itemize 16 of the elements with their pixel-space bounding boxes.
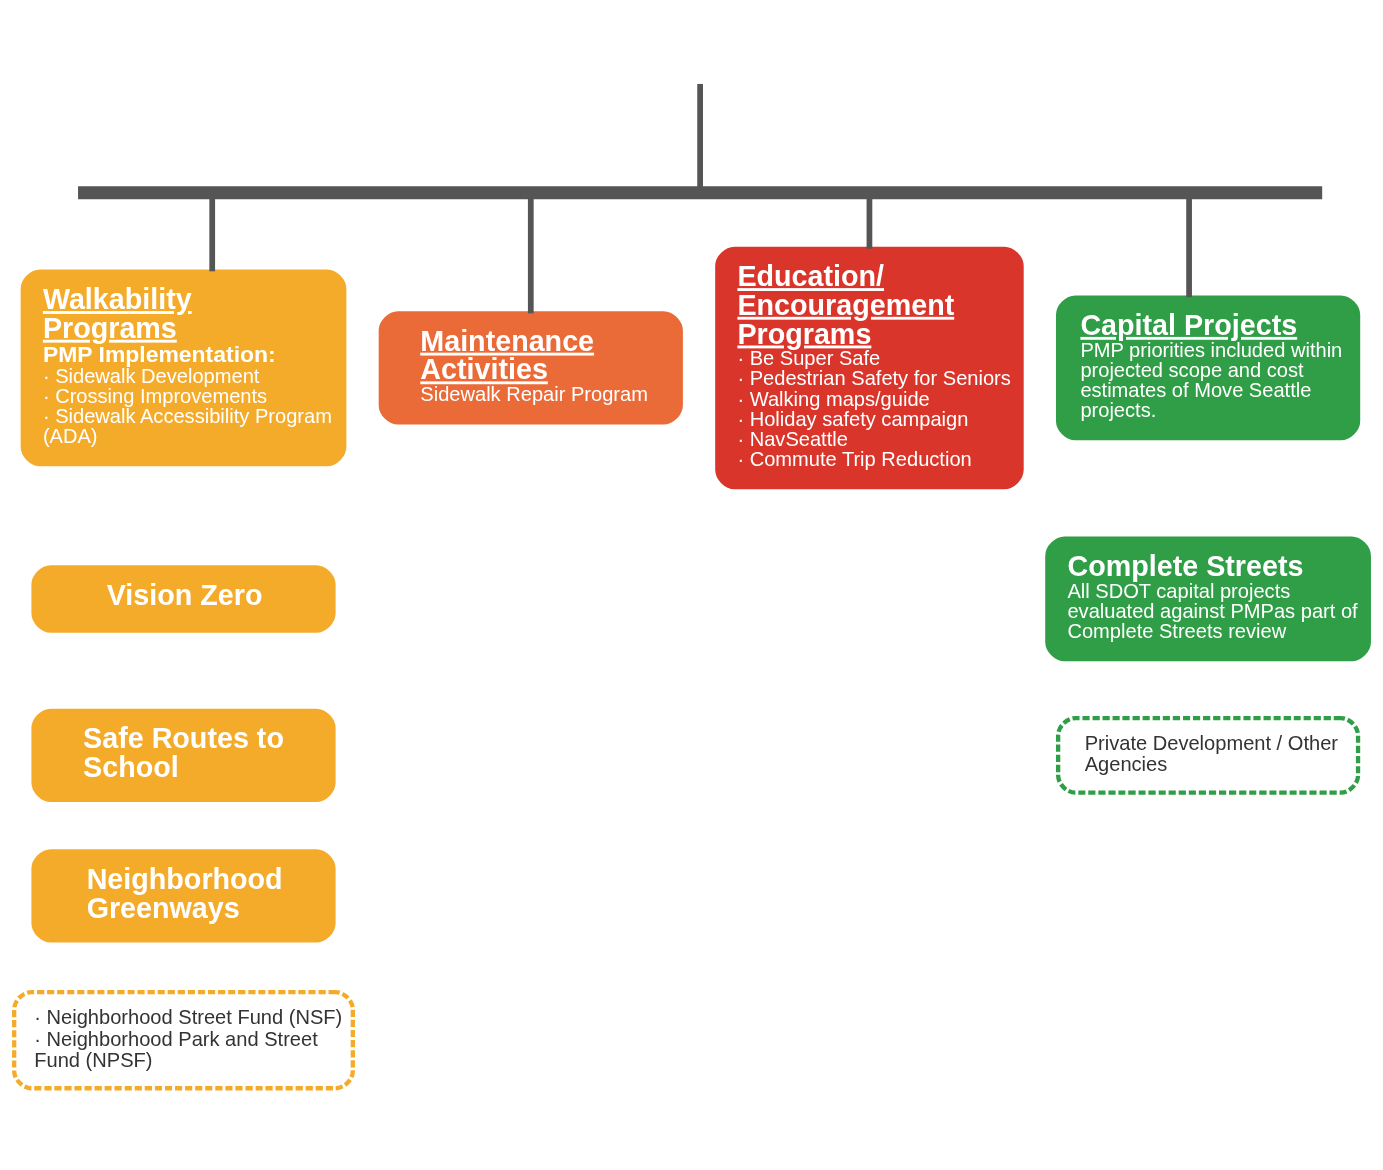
- node-box: Capital Projects PMP priorities included within projected scope and cost estimates of Move Seattle projects.: [1056, 294, 1361, 440]
- node-box: Maintenance Activities Sidewalk Repair Program: [378, 310, 683, 425]
- connector: [697, 83, 703, 188]
- node-box: Neighborhood Greenways: [31, 848, 336, 943]
- node-box: · Neighborhood Street Fund (NSF) · Neighborhood Park and Street Fund (NPSF): [12, 989, 355, 1090]
- connector: [1186, 196, 1192, 297]
- connector: [527, 196, 534, 313]
- node-box: Private Development / Other Agencies: [1056, 715, 1361, 795]
- node-bar: [78, 185, 1323, 199]
- connector: [209, 196, 216, 271]
- node-box: Vision Zero: [31, 564, 336, 633]
- node-box: Complete Streets All SDOT capital projects evaluated against PMPas part of Complete Streets review: [1045, 536, 1371, 661]
- connector: [866, 196, 873, 249]
- node-box: Safe Routes to School: [31, 708, 336, 802]
- node-box: Education/ Encouragement Programs · Be Super Safe · Pedestrian Safety for Seniors · Walking maps/guide · Holiday safety campaign · NavSeattle · Commute Trip Reduction: [715, 246, 1024, 489]
- node-box: Walkability Programs PMP Implementation: · Sidewalk Development · Crossing Improvements · Sidewalk Accessibility Program (ADA): [20, 269, 347, 466]
